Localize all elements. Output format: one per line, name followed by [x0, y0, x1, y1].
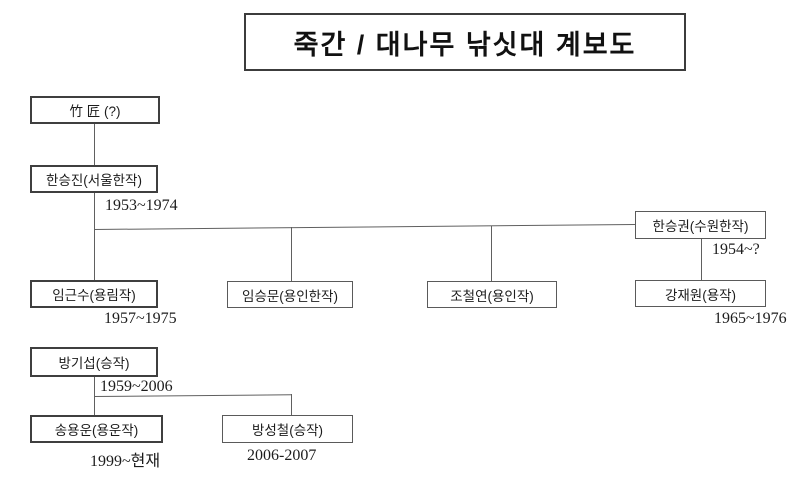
date-han-seung-gwon: 1954~? — [712, 241, 760, 258]
date-bang-gi-seop: 1959~2006 — [100, 378, 173, 395]
node-song-yong-un-label: 송용운(용운작) — [54, 423, 139, 438]
node-han-seung-gwon: 한승권(수원한작) — [635, 211, 766, 239]
node-im-seung-mun-label: 임승문(용인한작) — [242, 288, 338, 304]
connector-hanseungjin-imgeunsu — [94, 193, 95, 280]
diagram-title-box: 죽간 / 대나무 낚싯대 계보도 — [244, 13, 686, 71]
node-gang-jae-won-label: 강재원(용작) — [664, 287, 737, 303]
node-bang-gi-seop-label: 방기섭(승작) — [58, 356, 130, 371]
node-jukjang: 竹 匠 (?) — [30, 96, 160, 124]
connector-branch-bangseongcheol — [291, 394, 292, 415]
node-bang-seong-cheol-label: 방성철(승작) — [251, 423, 324, 438]
node-jukjang-label: 竹 匠 (?) — [69, 104, 121, 119]
date-han-seung-jin: 1953~1974 — [105, 197, 178, 214]
node-im-geun-su: 임근수(용림작) — [30, 280, 158, 308]
node-gang-jae-won: 강재원(용작) — [635, 280, 766, 307]
diagram-title: 죽간 / 대나무 낚싯대 계보도 — [293, 29, 637, 60]
node-jo-cheol-yeon: 조철연(용인작) — [427, 281, 557, 308]
date-bang-seong-cheol: 2006-2007 — [247, 447, 317, 464]
connector-trunk-jocheolyeon — [491, 226, 492, 281]
node-im-geun-su-label: 임근수(용림작) — [52, 288, 136, 303]
connector-jukjang-hanseungjin — [94, 124, 95, 165]
connector-trunk-imseungmun — [291, 227, 292, 281]
node-jo-cheol-yeon-label: 조철연(용인작) — [450, 288, 534, 304]
connector-trunk-horizontal — [93, 223, 635, 230]
node-han-seung-gwon-label: 한승권(수원한작) — [652, 219, 749, 234]
node-im-seung-mun: 임승문(용인한작) — [227, 281, 353, 308]
node-song-yong-un: 송용운(용운작) — [30, 415, 163, 443]
node-bang-seong-cheol: 방성철(승작) — [222, 415, 353, 443]
node-han-seung-jin: 한승진(서울한작) — [30, 165, 158, 193]
date-gang-jae-won: 1965~1976 — [714, 310, 787, 327]
connector-hanseunggwon-gangjaewon — [701, 239, 702, 280]
date-song-yong-un: 1999~현재 — [90, 453, 161, 470]
date-im-geun-su: 1957~1975 — [104, 310, 177, 327]
node-han-seung-jin-label: 한승진(서울한작) — [46, 173, 142, 188]
node-bang-gi-seop: 방기섭(승작) — [30, 347, 158, 377]
